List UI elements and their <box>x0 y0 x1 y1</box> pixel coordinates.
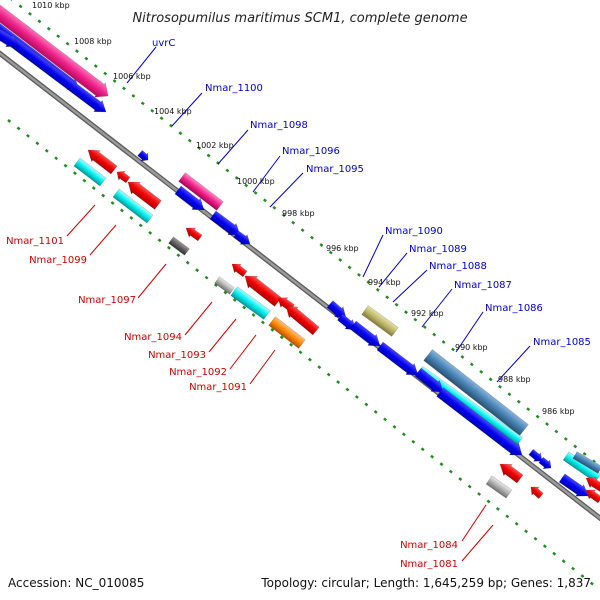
gene-label-nmar-1086[interactable]: Nmar_1086 <box>485 303 543 314</box>
forward-strand-labels: uvrC Nmar_1100 Nmar_1098 Nmar_1096 Nmar_… <box>152 38 591 348</box>
gene-label-nmar-1088[interactable]: Nmar_1088 <box>429 261 487 272</box>
gene-label-nmar-1100[interactable]: Nmar_1100 <box>205 83 263 94</box>
kbp-label: 1010 kbp <box>32 1 70 10</box>
gene-arrow[interactable] <box>178 172 224 211</box>
gene-arrow[interactable] <box>230 286 271 320</box>
gene-arrow[interactable] <box>229 260 249 279</box>
gene-arrow[interactable] <box>572 451 600 474</box>
gene-arrow[interactable] <box>0 0 113 103</box>
gene-arrow[interactable] <box>528 448 546 466</box>
gene-label-nmar-1098[interactable]: Nmar_1098 <box>250 120 308 131</box>
outer-scale-line <box>10 0 600 468</box>
gene-arrow[interactable] <box>268 316 306 349</box>
gene-arrow[interactable] <box>73 157 107 187</box>
gene-label-uvrC[interactable]: uvrC <box>152 38 175 49</box>
gene-arrow[interactable] <box>136 149 151 164</box>
gene-arrow[interactable] <box>376 340 422 380</box>
gene-arrow[interactable] <box>112 188 154 224</box>
gene-arrow[interactable] <box>6 34 110 117</box>
label-leader-lines <box>66 46 531 562</box>
gene-label-nmar-1085[interactable]: Nmar_1085 <box>533 337 591 348</box>
gene-label-nmar-1092[interactable]: Nmar_1092 <box>169 367 227 378</box>
genome-title: Nitrosopumilus maritimus SCM1, complete … <box>132 11 467 26</box>
gene-arrow[interactable] <box>485 475 513 499</box>
gene-arrow[interactable] <box>214 276 235 295</box>
gene-arrow[interactable] <box>527 483 544 500</box>
gene-arrow[interactable] <box>233 229 254 249</box>
kbp-label: 992 kbp <box>411 309 444 318</box>
kbp-label: 1002 kbp <box>196 141 234 150</box>
gene-arrow[interactable] <box>183 224 203 243</box>
gene-label-nmar-1084[interactable]: Nmar_1084 <box>400 540 458 551</box>
inner-scale-line <box>7 119 600 591</box>
gene-arrow[interactable] <box>209 209 244 240</box>
gene-label-nmar-1101[interactable]: Nmar_1101 <box>6 236 64 247</box>
gene-label-nmar-1099[interactable]: Nmar_1099 <box>29 255 87 266</box>
gene-arrow[interactable] <box>0 24 22 52</box>
gene-arrow[interactable] <box>496 458 524 484</box>
kbp-scale-labels: 1010 kbp 1008 kbp 1006 kbp 1004 kbp 1002 kbp… <box>32 1 575 416</box>
accession-text: Accession: NC_010085 <box>8 576 145 590</box>
gene-arrow[interactable] <box>282 301 321 337</box>
gene-arrow[interactable] <box>84 144 119 175</box>
kbp-label: 1004 kbp <box>154 107 192 116</box>
gene-arrow[interactable] <box>361 305 399 337</box>
gene-arrow[interactable] <box>558 472 592 502</box>
kbp-label: 994 kbp <box>368 278 401 287</box>
gene-features <box>0 0 600 504</box>
gene-arrow[interactable] <box>336 312 360 334</box>
gene-label-nmar-1097[interactable]: Nmar_1097 <box>78 295 136 306</box>
gene-label-nmar-1096[interactable]: Nmar_1096 <box>282 146 340 157</box>
gene-label-nmar-1087[interactable]: Nmar_1087 <box>454 280 512 291</box>
gene-arrow[interactable] <box>583 486 600 505</box>
kbp-label: 1000 kbp <box>237 177 275 186</box>
gene-label-nmar-1090[interactable]: Nmar_1090 <box>385 226 443 237</box>
gene-label-nmar-1081[interactable]: Nmar_1081 <box>400 559 458 570</box>
kbp-label: 988 kbp <box>498 375 531 384</box>
gene-label-nmar-1093[interactable]: Nmar_1093 <box>148 350 206 361</box>
gene-arrow[interactable] <box>435 386 526 461</box>
kbp-label: 1008 kbp <box>74 37 112 46</box>
kbp-label: 998 kbp <box>282 209 315 218</box>
reverse-strand-labels: Nmar_1101 Nmar_1099 Nmar_1097 Nmar_1094 … <box>6 236 458 570</box>
gene-arrow[interactable] <box>538 456 555 473</box>
gene-arrow[interactable] <box>240 270 282 308</box>
kbp-label: 996 kbp <box>326 244 359 253</box>
gene-arrow[interactable] <box>414 367 448 398</box>
gene-label-nmar-1089[interactable]: Nmar_1089 <box>409 244 467 255</box>
gene-label-nmar-1094[interactable]: Nmar_1094 <box>124 332 182 343</box>
genome-summary-text: Topology: circular; Length: 1,645,259 bp… <box>261 576 591 590</box>
gene-arrow[interactable] <box>123 176 162 211</box>
kbp-label: 1006 kbp <box>113 72 151 81</box>
gene-arrow[interactable] <box>114 168 131 185</box>
kbp-label: 990 kbp <box>455 343 488 352</box>
gene-arrow[interactable] <box>168 236 190 256</box>
kbp-label: 986 kbp <box>542 407 575 416</box>
gene-arrow[interactable] <box>174 184 209 215</box>
gene-label-nmar-1091[interactable]: Nmar_1091 <box>189 382 247 393</box>
scale-dotted-lines <box>7 0 600 591</box>
gene-arrow[interactable] <box>349 319 385 351</box>
gene-label-nmar-1095[interactable]: Nmar_1095 <box>306 164 364 175</box>
